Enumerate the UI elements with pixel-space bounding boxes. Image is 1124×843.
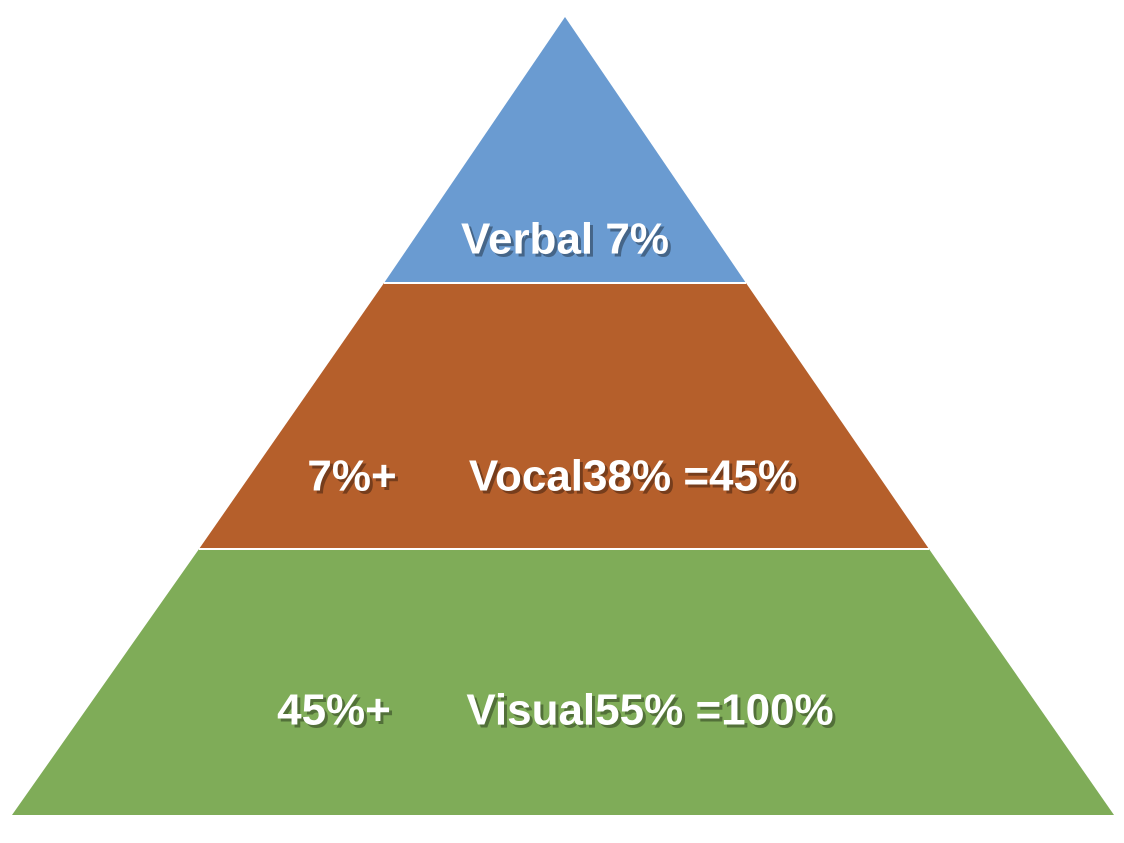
visual-label: Visual55% =100%	[466, 686, 833, 735]
visual-prefix-shadow: 45%+	[280, 689, 394, 738]
visual-label-shadow: Visual55% =100%	[469, 689, 836, 738]
pyramid-tier-verbal	[384, 17, 746, 283]
vocal-prefix: 7%+	[307, 452, 396, 501]
vocal-label: Vocal38% =45%	[469, 452, 797, 501]
pyramid-tier-vocal	[199, 283, 929, 549]
pyramid-tier-visual	[12, 549, 1114, 815]
visual-prefix: 45%+	[277, 686, 391, 735]
verbal-label-shadow: Verbal 7%	[464, 218, 672, 267]
vocal-prefix-shadow: 7%+	[310, 455, 399, 504]
vocal-label-shadow: Vocal38% =45%	[472, 455, 800, 504]
verbal-label: Verbal 7%	[461, 215, 669, 264]
